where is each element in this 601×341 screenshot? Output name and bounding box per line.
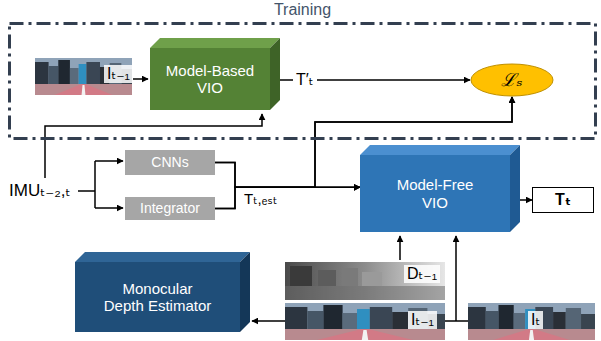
- block-side-face: [510, 145, 520, 232]
- image-label: Iₜ: [528, 311, 543, 329]
- integrator-box: Integrator: [125, 197, 215, 220]
- text-holder: Integrator: [125, 197, 215, 220]
- node-text: Monocular Depth Estimator: [102, 280, 213, 315]
- block-side-face: [240, 252, 250, 332]
- model-free-vio-block: Model-Free VIO: [360, 155, 510, 232]
- text-holder: ℒₛ: [470, 63, 554, 97]
- edge-label: T′ₜ: [293, 71, 317, 89]
- text-holder: Model-Based VIO: [150, 48, 270, 110]
- estimate-label: Tₜ,ₑₛₜ: [244, 191, 277, 208]
- node-text: CNNs: [151, 154, 188, 170]
- connector-arrow: [215, 187, 360, 208]
- loss-ellipse-fill: [471, 64, 553, 96]
- output-pose-box: Tₜ: [532, 187, 594, 213]
- region-title: Training: [8, 1, 597, 19]
- dashed-border: [10, 24, 596, 139]
- text-column: Integrator: [140, 200, 200, 216]
- model-based-vio-block: Model-Based VIO: [150, 48, 270, 110]
- block-top-face: [75, 252, 250, 262]
- text-holder: Monocular Depth Estimator: [75, 262, 240, 332]
- text-column: Tₜ: [555, 191, 571, 209]
- node-text: Tₜ: [555, 191, 571, 209]
- text-column: ℒₛ: [501, 70, 522, 91]
- node-text: Integrator: [140, 200, 200, 216]
- text-column: Monocular Depth Estimator: [102, 280, 213, 315]
- text-holder: Model-Free VIO: [360, 155, 510, 232]
- text-holder: Tₜ: [533, 188, 593, 212]
- text-holder: CNNs: [125, 150, 215, 175]
- text-column: Model-Based VIO: [163, 62, 258, 97]
- imu-label: IMUₜ₋₂,ₜ: [9, 182, 70, 201]
- text-column: Model-Free VIO: [390, 176, 480, 211]
- image-label: Dₜ₋₁: [404, 265, 440, 283]
- connector-arrow: [520, 199, 532, 201]
- node-text: Model-Free VIO: [390, 176, 480, 211]
- node-text: ℒₛ: [501, 70, 522, 91]
- image-label: Iₜ₋₁: [408, 311, 437, 329]
- camera-image: [468, 303, 595, 340]
- depth-estimator-block: Monocular Depth Estimator: [75, 262, 240, 332]
- depth-image: [285, 262, 445, 300]
- text-column: CNNs: [151, 154, 188, 170]
- connector-arrow: [215, 163, 360, 188]
- image-label: Iₜ₋₁: [104, 65, 133, 83]
- block-top-face: [360, 145, 520, 155]
- node-text: Model-Based VIO: [163, 62, 258, 97]
- block-side-face: [270, 38, 280, 110]
- loss-ellipse: ℒₛ: [470, 63, 554, 97]
- cnn-box: CNNs: [125, 150, 215, 175]
- camera-image: [285, 303, 445, 340]
- block-top-face: [150, 38, 280, 48]
